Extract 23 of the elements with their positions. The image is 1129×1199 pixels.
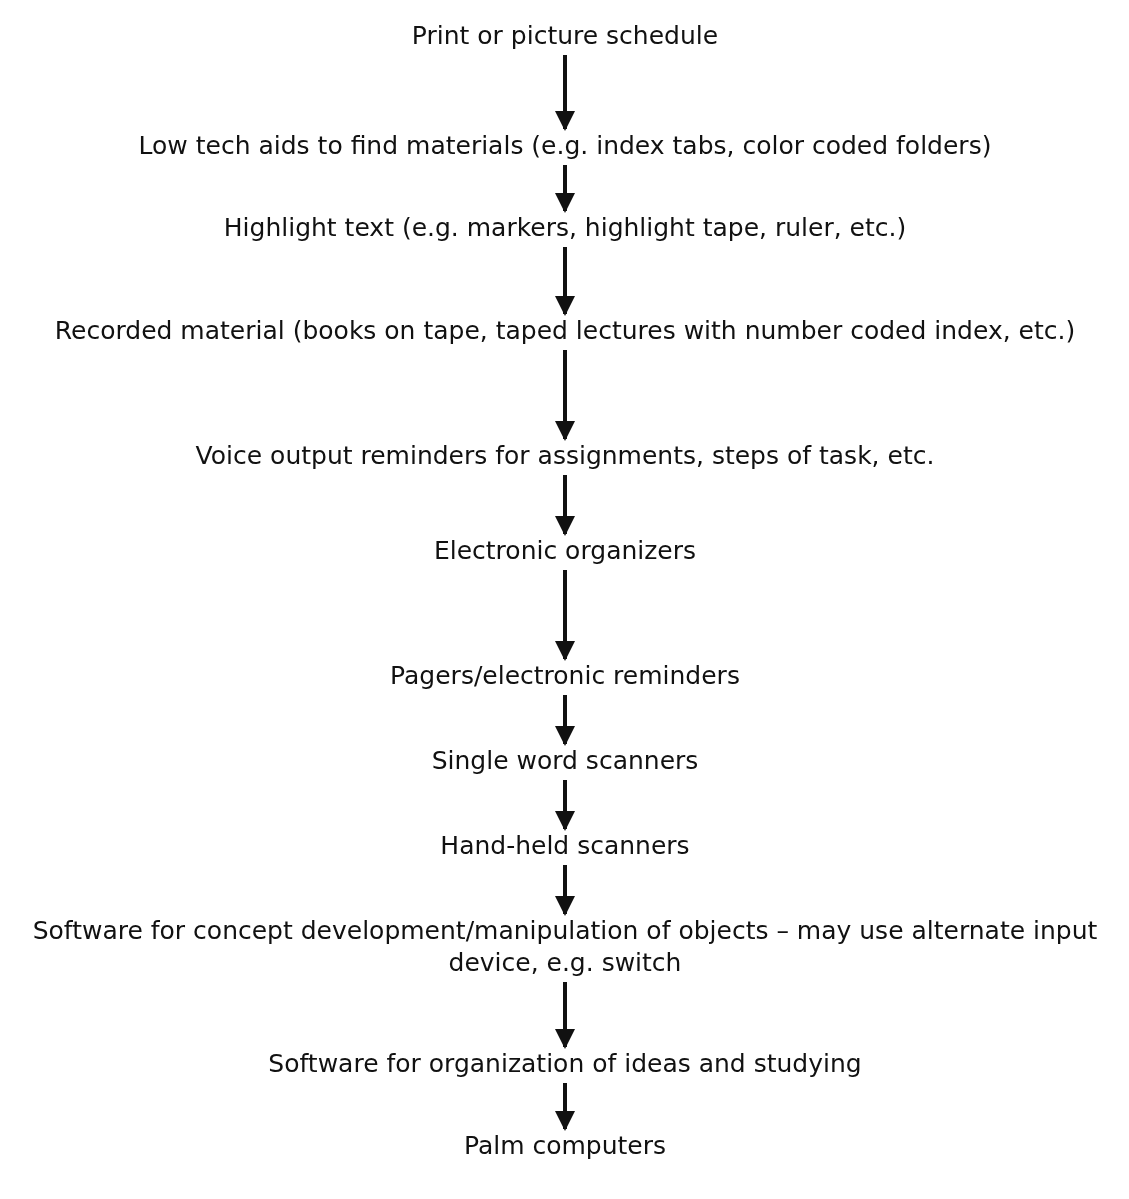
- step-text: Software for organization of ideas and studying: [268, 1048, 862, 1080]
- arrow: [555, 475, 575, 536]
- step-text: Palm computers: [463, 1130, 667, 1162]
- step-text: Pagers/electronic reminders: [390, 660, 740, 692]
- step-text: Print or picture schedule: [411, 20, 719, 52]
- step-text: Single word scanners: [431, 745, 699, 777]
- arrow: [555, 982, 575, 1049]
- step-text: Voice output reminders for assignments, steps of task, etc.: [195, 440, 935, 472]
- arrow: [555, 350, 575, 441]
- step-text: Electronic organizers: [433, 535, 697, 567]
- step-text: Software for concept development/manipulation of objects – may use alternate input device, e.g. switch: [31, 915, 1099, 979]
- arrow: [555, 1083, 575, 1131]
- step-text: Highlight text (e.g. markers, highlight tape, ruler, etc.): [223, 212, 907, 244]
- arrow: [555, 570, 575, 661]
- arrow: [555, 165, 575, 213]
- arrow: [555, 695, 575, 746]
- arrow: [555, 55, 575, 131]
- arrow: [555, 865, 575, 916]
- arrow: [555, 780, 575, 831]
- step-text: Recorded material (books on tape, taped lectures with number coded index, etc.): [54, 315, 1076, 347]
- step-text: Hand-held scanners: [440, 830, 690, 862]
- step-text: Low tech aids to find materials (e.g. index tabs, color coded folders): [138, 130, 992, 162]
- arrow: [555, 247, 575, 316]
